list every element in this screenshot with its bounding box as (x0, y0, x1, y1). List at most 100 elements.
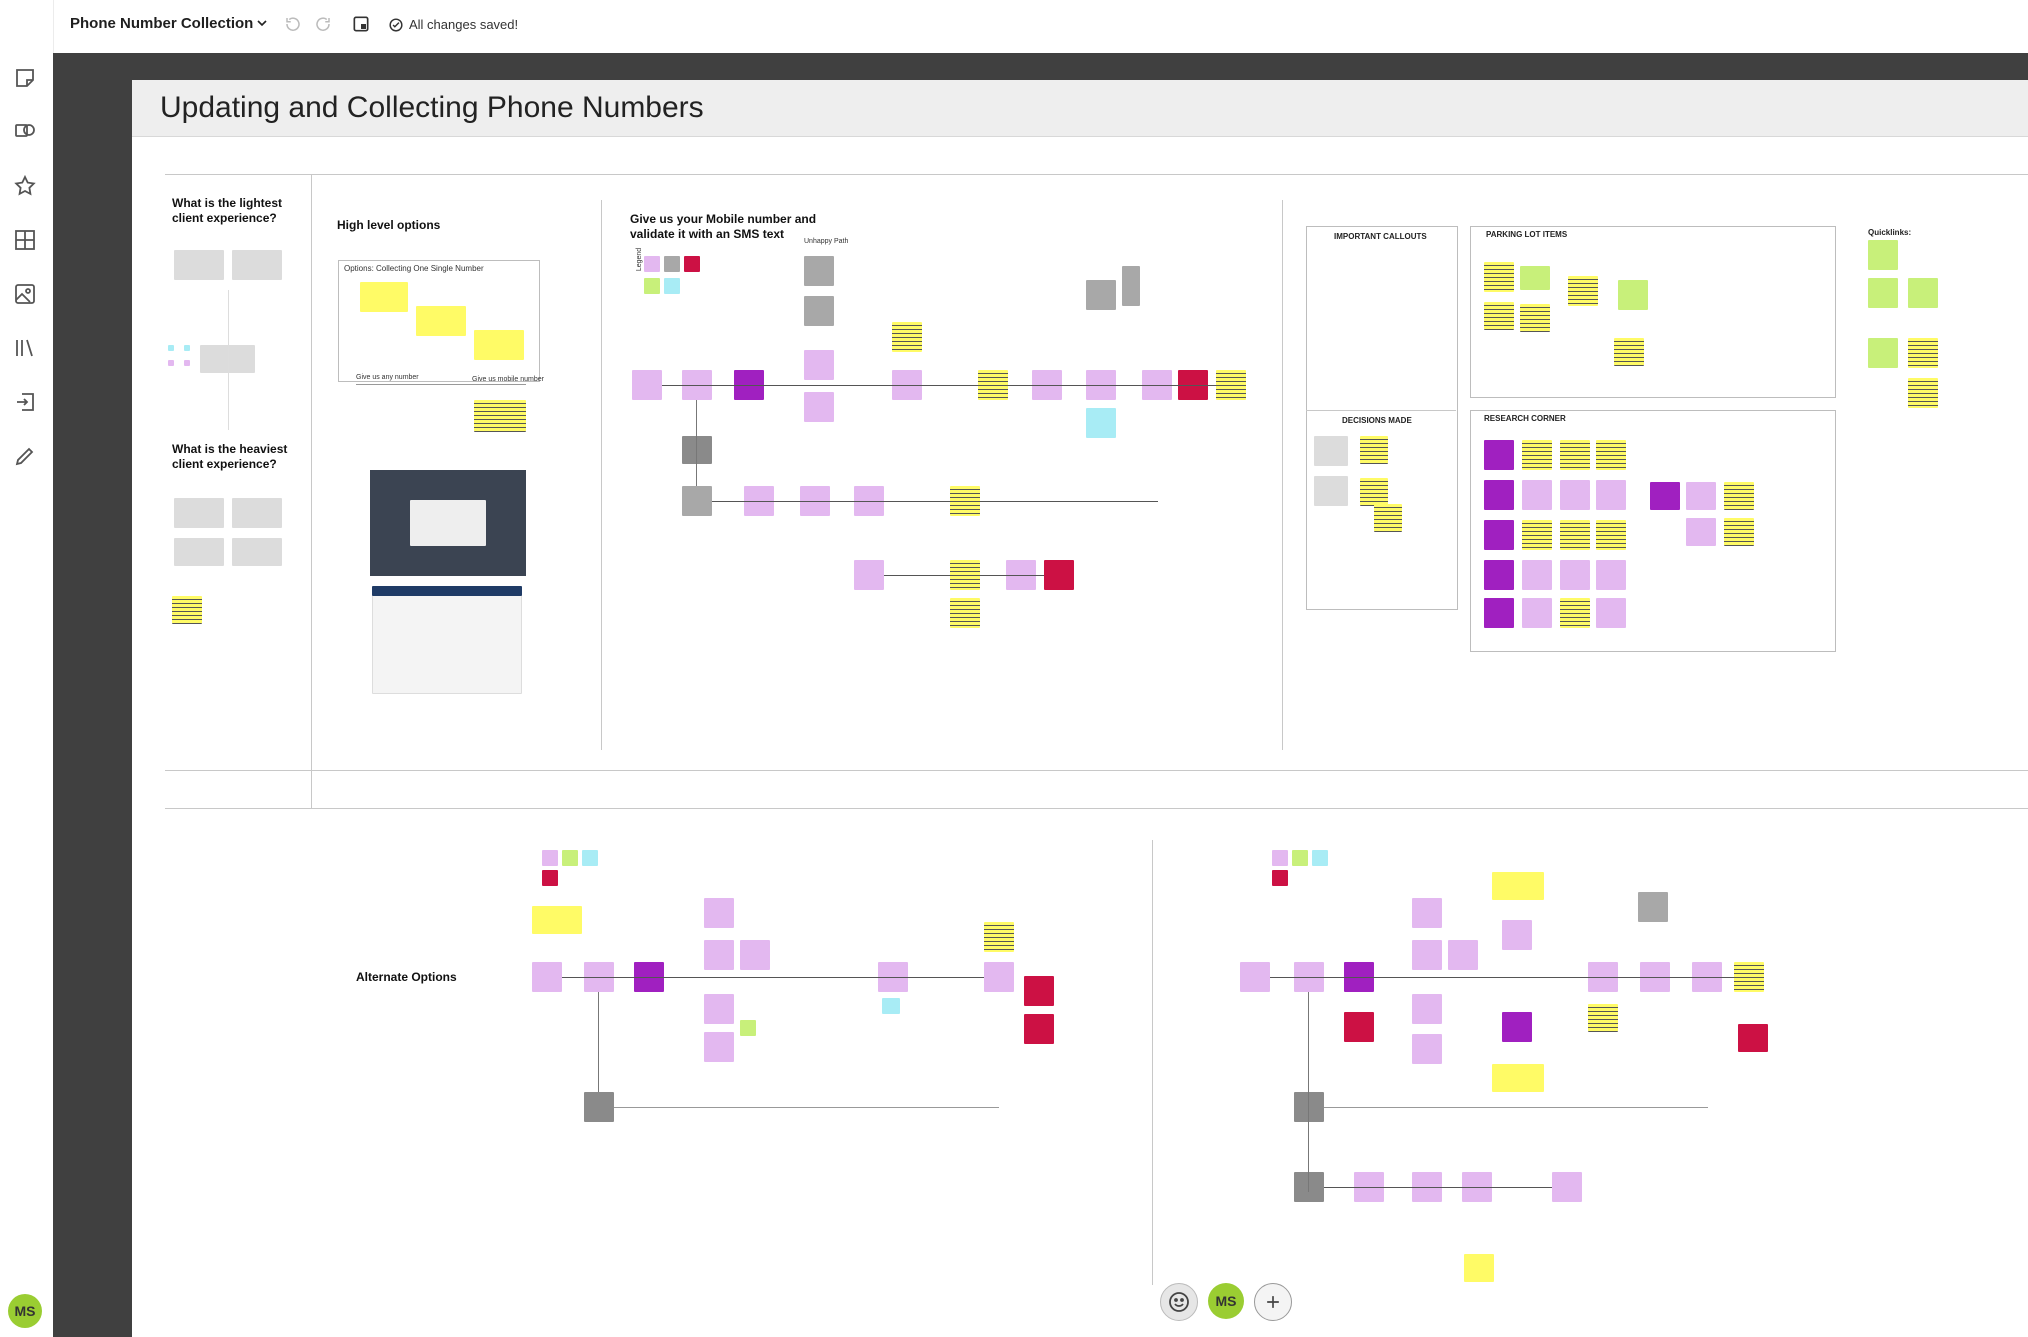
flow-step[interactable] (704, 1032, 734, 1062)
flow-step[interactable] (1412, 994, 1442, 1024)
sticky-note[interactable] (882, 998, 900, 1014)
sticky-note-icon[interactable] (13, 66, 39, 92)
grid-icon[interactable] (13, 228, 39, 254)
flow-step[interactable] (532, 962, 562, 992)
image-icon[interactable] (13, 282, 39, 308)
flow-step[interactable] (1240, 962, 1270, 992)
flow-step[interactable] (1122, 266, 1140, 306)
flow-step[interactable] (804, 350, 834, 380)
flow-step[interactable] (804, 392, 834, 422)
flow-step[interactable] (804, 256, 834, 286)
sticky-note[interactable] (1596, 560, 1626, 590)
sticky-note[interactable] (474, 400, 526, 432)
chevron-down-icon[interactable] (254, 15, 272, 35)
collaborator-avatar[interactable]: MS (1208, 1283, 1244, 1319)
sticky-note[interactable] (1724, 518, 1754, 546)
option-sticky[interactable] (416, 306, 466, 336)
sticky-note[interactable] (1484, 520, 1514, 550)
sticky-note[interactable] (1360, 436, 1388, 464)
option-sticky[interactable] (1492, 872, 1544, 900)
option-sticky[interactable] (1464, 1254, 1494, 1282)
flow-step[interactable] (1552, 1172, 1582, 1202)
sticky-note[interactable] (1522, 440, 1552, 470)
sticky-note[interactable] (1522, 520, 1552, 550)
sticky-note[interactable] (172, 596, 202, 624)
sticky-note[interactable] (1216, 370, 1246, 400)
sticky-note[interactable] (1520, 304, 1550, 332)
sticky-note[interactable] (984, 922, 1014, 952)
sticky-note[interactable] (1314, 476, 1348, 506)
sticky-note[interactable] (1522, 480, 1552, 510)
sticky-note[interactable] (1484, 598, 1514, 628)
flow-step[interactable] (740, 940, 770, 970)
sticky-note[interactable] (950, 598, 980, 628)
flow-step[interactable] (1412, 940, 1442, 970)
sticky-note[interactable] (1596, 480, 1626, 510)
flow-step[interactable] (1638, 892, 1668, 922)
sticky-note[interactable] (1374, 504, 1402, 532)
flow-step[interactable] (682, 436, 712, 464)
sticky-note[interactable] (174, 250, 224, 280)
sticky-note[interactable] (200, 345, 255, 373)
flow-step[interactable] (984, 962, 1014, 992)
sticky-note[interactable] (1596, 598, 1626, 628)
option-sticky[interactable] (532, 906, 582, 934)
quicklink-sticky[interactable] (1868, 338, 1898, 368)
option-sticky[interactable] (360, 282, 408, 312)
flow-step[interactable] (1294, 1092, 1324, 1122)
sticky-note[interactable] (1086, 408, 1116, 438)
flow-step[interactable] (584, 1092, 614, 1122)
sticky-note[interactable] (892, 322, 922, 352)
sticky-note[interactable] (1568, 276, 1598, 306)
sticky-note[interactable] (1484, 480, 1514, 510)
sticky-note[interactable] (1560, 560, 1590, 590)
flow-step[interactable] (1448, 940, 1478, 970)
sticky-note[interactable] (1618, 280, 1648, 310)
sticky-note[interactable] (1522, 560, 1552, 590)
sticky-note[interactable] (1484, 302, 1514, 330)
flow-step[interactable] (1502, 920, 1532, 950)
sticky-note[interactable] (232, 250, 282, 280)
frame-icon[interactable] (351, 14, 373, 36)
pencil-icon[interactable] (13, 444, 39, 470)
sticky-note[interactable] (1024, 976, 1054, 1006)
sticky-note[interactable] (1588, 1004, 1618, 1032)
avatar[interactable]: MS (8, 1294, 42, 1328)
quicklink-sticky[interactable] (1908, 378, 1938, 408)
sticky-note[interactable] (1484, 262, 1514, 292)
flow-step[interactable] (704, 994, 734, 1024)
flow-step[interactable] (632, 370, 662, 400)
quicklink-sticky[interactable] (1908, 278, 1938, 308)
redo-icon[interactable] (314, 15, 334, 35)
sticky-note[interactable] (1650, 482, 1680, 510)
sticky-note[interactable] (1686, 482, 1716, 510)
sticky-note[interactable] (1738, 1024, 1768, 1052)
sticky-note[interactable] (174, 538, 224, 566)
star-icon[interactable] (13, 174, 39, 200)
option-sticky[interactable] (1492, 1064, 1544, 1092)
sticky-note[interactable] (232, 538, 282, 566)
document-title[interactable]: Phone Number Collection (70, 15, 254, 32)
flow-step[interactable] (682, 486, 712, 516)
library-icon[interactable] (13, 336, 39, 362)
sticky-note[interactable] (1614, 338, 1644, 366)
flow-step[interactable] (1294, 1172, 1324, 1202)
undo-icon[interactable] (284, 15, 304, 35)
import-icon[interactable] (13, 390, 39, 416)
sticky-note[interactable] (1560, 520, 1590, 550)
sticky-note[interactable] (174, 498, 224, 528)
sticky-note[interactable] (1596, 520, 1626, 550)
sticky-note[interactable] (1314, 436, 1348, 466)
sticky-note[interactable] (1560, 440, 1590, 470)
screenshot-thumbnail[interactable] (372, 586, 522, 694)
emoji-reaction-button[interactable] (1160, 1283, 1198, 1321)
sticky-note[interactable] (1360, 478, 1388, 506)
quicklink-sticky[interactable] (1868, 278, 1898, 308)
sticky-note[interactable] (1734, 962, 1764, 992)
flow-step[interactable] (1086, 280, 1116, 310)
sticky-note[interactable] (740, 1020, 756, 1036)
flow-step[interactable] (1502, 1012, 1532, 1042)
sticky-note[interactable] (1344, 1012, 1374, 1042)
flow-step[interactable] (1412, 1034, 1442, 1064)
sticky-note[interactable] (232, 498, 282, 528)
